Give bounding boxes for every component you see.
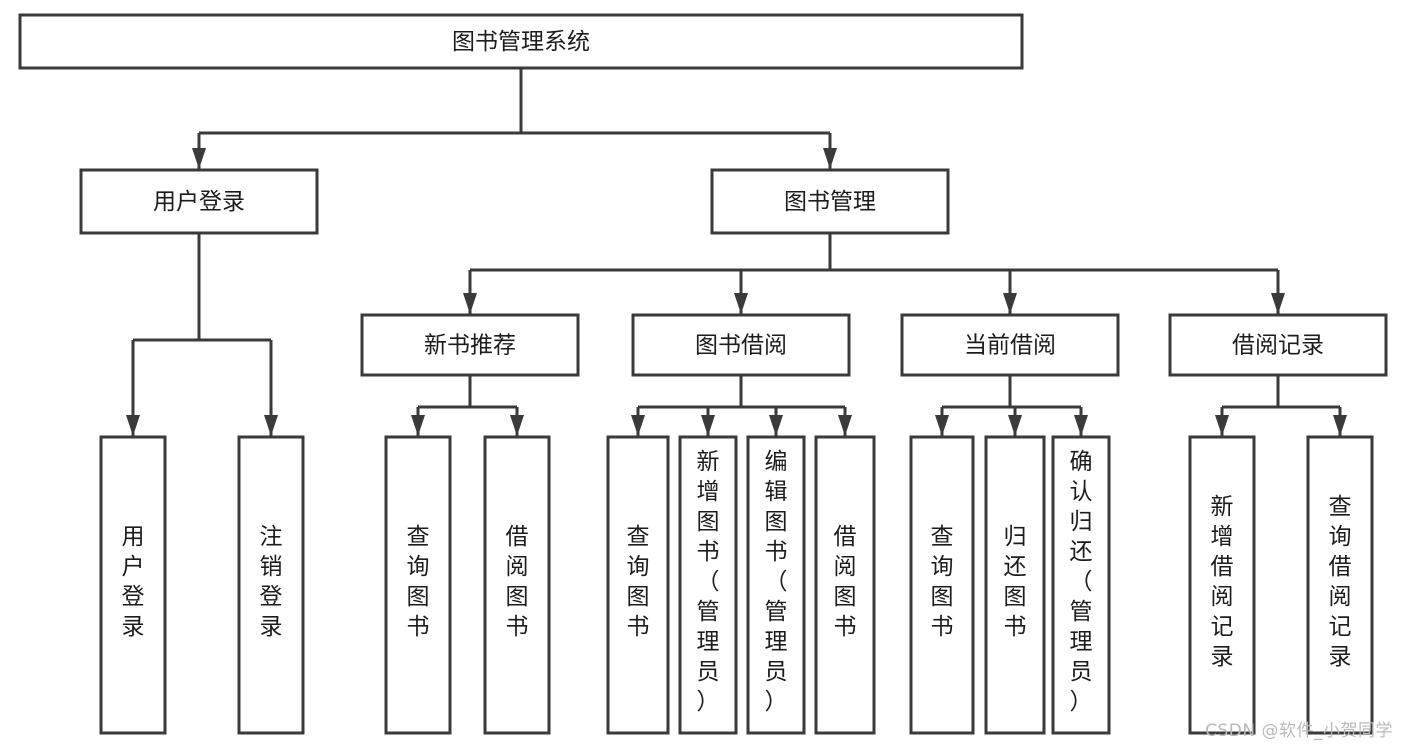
arrow-head-icon [1008, 415, 1022, 436]
leaf-node-5-label: 新增图书（管理员） [697, 449, 720, 715]
level1-node-0[interactable]: 用户登录 [79, 168, 319, 235]
leaf-node-9-label: 归还图书 [1004, 524, 1027, 640]
arrow-head-icon [1074, 415, 1088, 436]
arrow-head-icon [701, 415, 715, 436]
leaf-node-10[interactable]: 确认归还（管理员） [1051, 435, 1111, 735]
level2-node-2[interactable]: 当前借阅 [900, 313, 1120, 377]
leaf-node-5[interactable]: 新增图书（管理员） [678, 435, 738, 735]
level1-node-0-box [79, 168, 319, 235]
leaf-node-11-box [1188, 435, 1256, 735]
leaf-node-8[interactable]: 查询图书 [909, 435, 975, 735]
level2-node-1-box [631, 313, 851, 377]
level2-node-2-label: 当前借阅 [964, 333, 1056, 359]
leaf-node-2[interactable]: 查询图书 [384, 435, 452, 735]
arrow-head-icon [463, 293, 477, 314]
root-node-label: 图书管理系统 [452, 29, 590, 55]
leaf-node-2-label: 查询图书 [407, 524, 430, 640]
leaf-node-5-box [678, 435, 738, 735]
level2-node-3-label: 借阅记录 [1232, 333, 1324, 359]
arrow-head-icon [823, 148, 837, 169]
level1-node-1-box [710, 168, 950, 235]
leaf-node-0-label: 用户登录 [122, 524, 145, 640]
level2-node-2-box [900, 313, 1120, 377]
leaf-node-9[interactable]: 归还图书 [984, 435, 1046, 735]
leaf-node-9-box [984, 435, 1046, 735]
arrow-head-icon [631, 415, 645, 436]
leaf-node-0[interactable]: 用户登录 [99, 435, 167, 735]
level2-node-3-box [1168, 313, 1388, 377]
arrow-head-icon [1003, 293, 1017, 314]
leaf-node-12-box [1306, 435, 1374, 735]
leaf-node-3-label: 借阅图书 [506, 524, 529, 640]
node-layer: 图书管理系统用户登录图书管理新书推荐图书借阅当前借阅借阅记录用户登录注销登录查询… [18, 13, 1388, 735]
leaf-node-4-label: 查询图书 [627, 524, 650, 640]
leaf-node-1-box [237, 435, 305, 735]
root-node[interactable]: 图书管理系统 [18, 13, 1024, 70]
leaf-node-8-box [909, 435, 975, 735]
arrow-head-icon [838, 415, 852, 436]
arrow-head-icon [264, 415, 278, 436]
arrow-head-icon [1271, 293, 1285, 314]
leaf-node-7-box [814, 435, 876, 735]
leaf-node-1-label: 注销登录 [260, 524, 283, 640]
connector-layer [126, 68, 1347, 436]
arrow-head-icon [935, 415, 949, 436]
arrow-head-icon [510, 415, 524, 436]
leaf-node-12[interactable]: 查询借阅记录 [1306, 435, 1374, 735]
leaf-node-3[interactable]: 借阅图书 [483, 435, 551, 735]
leaf-node-2-box [384, 435, 452, 735]
level2-node-0-box [360, 313, 580, 377]
level1-node-1[interactable]: 图书管理 [710, 168, 950, 235]
leaf-node-7-label: 借阅图书 [834, 524, 857, 640]
leaf-node-10-label: 确认归还（管理员） [1070, 449, 1093, 715]
leaf-node-11[interactable]: 新增借阅记录 [1188, 435, 1256, 735]
level2-node-3[interactable]: 借阅记录 [1168, 313, 1388, 377]
leaf-node-3-box [483, 435, 551, 735]
level2-node-0-label: 新书推荐 [424, 333, 516, 359]
arrow-head-icon [1215, 415, 1229, 436]
leaf-node-7[interactable]: 借阅图书 [814, 435, 876, 735]
leaf-node-4[interactable]: 查询图书 [606, 435, 670, 735]
arrow-head-icon [126, 415, 140, 436]
level2-node-1-label: 图书借阅 [695, 333, 787, 359]
root-node-box [18, 13, 1024, 70]
leaf-node-4-box [606, 435, 670, 735]
arrow-head-icon [411, 415, 425, 436]
arrow-head-icon [769, 415, 783, 436]
leaf-node-8-label: 查询图书 [931, 524, 954, 640]
leaf-node-10-box [1051, 435, 1111, 735]
arrow-head-icon [1333, 415, 1347, 436]
level1-node-1-label: 图书管理 [784, 189, 876, 215]
arrow-head-icon [734, 293, 748, 314]
level1-node-0-label: 用户登录 [153, 189, 245, 215]
level2-node-0[interactable]: 新书推荐 [360, 313, 580, 377]
leaf-node-11-label: 新增借阅记录 [1211, 494, 1234, 670]
csdn-watermark: CSDN @软件_小贺同学 [1205, 721, 1393, 741]
level2-node-1[interactable]: 图书借阅 [631, 313, 851, 377]
leaf-node-1[interactable]: 注销登录 [237, 435, 305, 735]
leaf-node-0-box [99, 435, 167, 735]
leaf-node-6-box [746, 435, 806, 735]
arrow-head-icon [192, 148, 206, 169]
leaf-node-6-label: 编辑图书（管理员） [765, 449, 788, 715]
leaf-node-12-label: 查询借阅记录 [1329, 494, 1352, 670]
leaf-node-6[interactable]: 编辑图书（管理员） [746, 435, 806, 735]
